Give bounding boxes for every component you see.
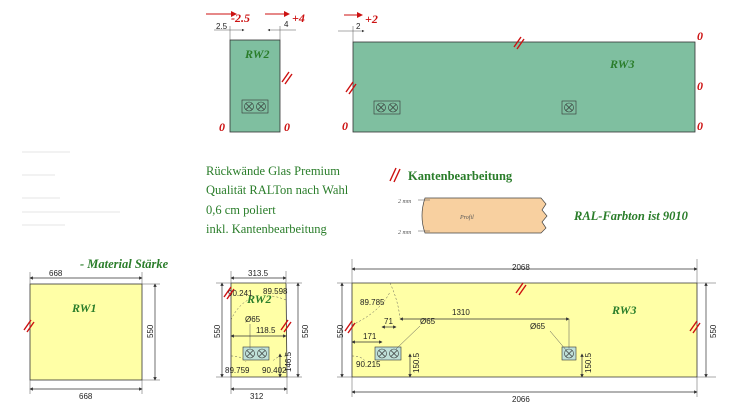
top-rw3-edge-mark-left (345, 81, 354, 93)
top-rw2-delta-right: +4 (292, 11, 305, 25)
bottom-rw2-angle-tl: 90.241 (228, 289, 253, 298)
bottom-rw3-angle-bl: 90.215 (356, 360, 381, 369)
bottom-rw3-edge-mark-right (689, 320, 698, 332)
bottom-rw2-label: RW2 (246, 292, 271, 306)
bottom-rw2-hole-dia: Ø65 (245, 315, 261, 324)
bottom-rw3-edge-mark-left (344, 320, 353, 332)
bottom-rw2-angle-br: 90.402 (262, 366, 287, 375)
note-line-4: inkl. Kantenbearbeitung (206, 222, 328, 236)
edge-legend-title: Kantenbearbeitung (408, 169, 513, 183)
bottom-rw2-height-right: 550 (301, 324, 310, 338)
bottom-rw3-height-right: 550 (709, 324, 718, 338)
top-rw3-dim-left: 2 (356, 22, 361, 31)
top-rw3-edge-right-mid: 0 (697, 79, 703, 93)
bottom-rw3-socket-icon (374, 346, 402, 361)
bottom-rw1-edge-mark (23, 319, 32, 331)
top-rw2-label: RW2 (244, 47, 269, 61)
bottom-rw2-angle-tr: 89.598 (263, 287, 288, 296)
bottom-rw3-single-socket-icon (561, 346, 577, 361)
top-rw3-edge-mark-top (513, 36, 522, 48)
bottom-rw2-group: RW2 90.241 89.598 89.759 90.402 Ø65 118.… (213, 269, 310, 401)
bottom-rw1-height: 550 (146, 324, 155, 338)
bottom-rw2-hole-offset: 118.5 (256, 326, 276, 335)
bottom-rw2-height-left: 550 (213, 324, 222, 338)
profile-label: Profil (459, 214, 474, 221)
bottom-rw3-hole1-height: 150.5 (412, 352, 421, 373)
note-line-2: Qualität RALTon nach Wahl (206, 183, 349, 197)
top-rw3-panel-group: RW3 0 0 0 0 2 +2 (338, 12, 703, 133)
top-rw3-label: RW3 (609, 57, 634, 71)
bottom-rw2-width-top: 313.5 (248, 269, 269, 278)
notes-block: Rückwände Glas Premium Qualität RALTon n… (206, 164, 349, 236)
faint-marks (22, 151, 120, 226)
bottom-rw2-width-bottom: 312 (250, 392, 264, 401)
profile-bottom-mm: 2 mm (398, 230, 412, 236)
bottom-rw3-height-left: 550 (336, 324, 345, 338)
profile-shape (418, 197, 548, 234)
note-line-3: 0,6 cm poliert (206, 203, 276, 217)
top-rw2-socket-icon (241, 99, 269, 114)
ral-note: RAL-Farbton ist 9010 (573, 209, 689, 223)
edge-processing-legend: Kantenbearbeitung Profil 2 mm 2 mm RAL-F… (389, 167, 689, 236)
top-rw2-panel-group: RW2 0 0 2.5 -2.5 4 +4 (206, 11, 305, 134)
bottom-rw3-hole1-dia: Ø65 (420, 317, 436, 326)
top-rw2-edge-left: 0 (219, 120, 225, 134)
bottom-rw2-edge-mark-left (223, 286, 232, 298)
bottom-rw2-edge-mark-right (280, 319, 289, 331)
bottom-rw3-angle-tl: 89.785 (360, 298, 385, 307)
top-rw2-delta-left: -2.5 (231, 11, 250, 25)
edge-legend-mark (389, 167, 397, 182)
bottom-rw3-hole2-height: 150.5 (584, 352, 593, 373)
top-rw3-single-socket-icon (561, 100, 577, 115)
bottom-rw2-angle-bl: 89.759 (225, 366, 250, 375)
bottom-rw1-width-bottom: 668 (79, 392, 93, 401)
profile-top-mm: 2 mm (398, 199, 412, 205)
bottom-rw3-width-top: 2068 (512, 263, 530, 272)
material-thickness-label: - Material Stärke (80, 257, 169, 271)
bottom-rw1-panel (29, 283, 143, 381)
bottom-rw3-edge-mark-top (515, 282, 524, 294)
top-rw3-socket-icon (373, 100, 401, 115)
bottom-rw3-label: RW3 (611, 303, 636, 317)
bottom-rw3-dim-71: 71 (384, 317, 393, 326)
top-rw3-panel (352, 41, 696, 133)
note-line-1: Rückwände Glas Premium (206, 164, 340, 178)
top-rw3-edge-right-bottom: 0 (697, 119, 703, 133)
top-rw2-panel (229, 39, 281, 133)
top-rw2-dim-right: 4 (284, 20, 289, 29)
top-rw3-edge-left: 0 (342, 119, 348, 133)
bottom-rw3-dim-171: 171 (363, 332, 377, 341)
top-rw2-dim-left: 2.5 (216, 22, 228, 31)
bottom-rw3-hole2-dia: Ø65 (530, 322, 546, 331)
bottom-rw3-panel (351, 282, 698, 378)
bottom-rw3-width-bottom: 2066 (512, 395, 530, 404)
bottom-rw1-group: RW1 668 668 550 (23, 269, 160, 401)
bottom-rw3-group: RW3 89.785 90.215 71 171 1310 Ø65 (336, 259, 718, 404)
top-rw3-delta-left: +2 (365, 12, 378, 26)
bottom-rw1-label: RW1 (71, 301, 96, 315)
top-rw2-edge-right: 0 (284, 120, 290, 134)
bottom-rw2-socket-icon (242, 346, 270, 361)
top-rw3-edge-top-right: 0 (697, 29, 703, 43)
bottom-rw1-width-top: 668 (49, 269, 63, 278)
bottom-rw3-dim-1310: 1310 (452, 308, 470, 317)
top-rw2-edge-mark (281, 71, 290, 83)
bottom-rw2-hole-height: 146.5 (284, 351, 293, 372)
